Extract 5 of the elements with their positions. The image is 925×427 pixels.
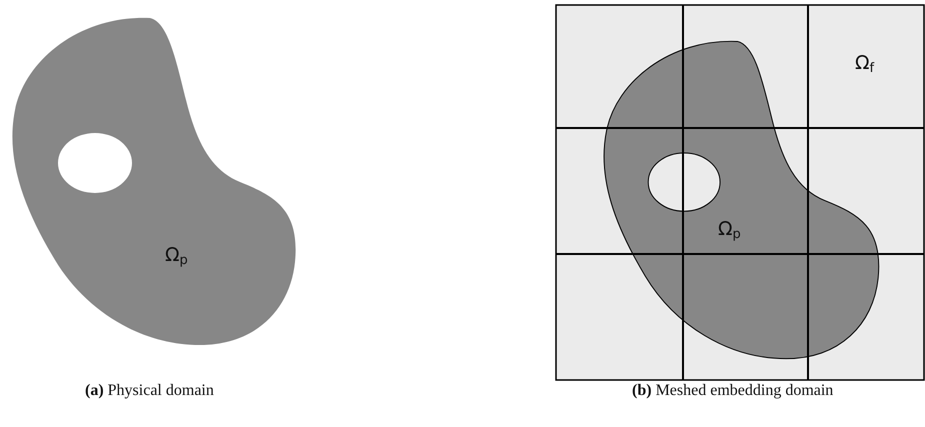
figure-caption: (a) Physical domain [85,382,214,400]
domain-label: Ω$_{p}$ [718,218,741,242]
figure-caption: (b) Meshed embedding domain [632,382,834,400]
domain-label: Ω$_{p}$ [165,244,188,268]
domain-label: Ω$_{f}$ [855,52,874,76]
